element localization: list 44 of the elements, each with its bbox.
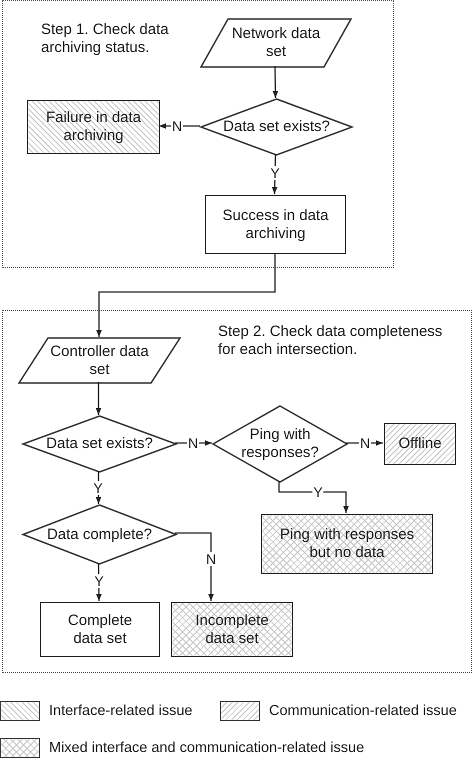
edge-label: Y [312, 485, 324, 499]
legend-text: Interface-related issue [49, 702, 192, 721]
node-text: Ping with responses? [240, 426, 320, 462]
node-text: Data complete? [46, 526, 154, 544]
legend-text: Mixed interface and communication-related issue [49, 739, 364, 758]
step-panel [2, 0, 394, 268]
edge-label: N [358, 436, 372, 450]
edge-label: Y [92, 481, 104, 495]
legend-text: Communication-related issue [269, 702, 457, 721]
node-text: Failure in data archiving [44, 109, 142, 145]
step-heading: Step 2. Check data completeness for each intersection. [218, 323, 444, 359]
node-text: Offline [397, 435, 443, 453]
decision-diamond [23, 505, 176, 564]
node-text: Ping with responses but no data [278, 526, 416, 562]
decision-diamond [201, 99, 352, 155]
arrow [175, 532, 214, 601]
decision-diamond [23, 416, 176, 472]
arrow [96, 253, 276, 337]
process-box [261, 514, 433, 574]
node-text: Complete data set [66, 612, 134, 648]
step-heading: Step 1. Check data archiving status. [41, 21, 170, 57]
step-panel [2, 310, 472, 673]
edge-label: N [204, 552, 218, 566]
node-text: Network data set [230, 25, 322, 61]
edge-label: Y [269, 166, 281, 180]
node-text: Incomplete data set [194, 612, 270, 648]
node-text: Success in data archiving [222, 206, 330, 242]
process-box [171, 602, 293, 657]
arrow [278, 481, 349, 513]
node-text: Data set exists? [222, 118, 331, 136]
arrow [96, 382, 102, 415]
process-box [27, 100, 160, 154]
data-parallelogram [19, 338, 180, 383]
process-box [205, 195, 346, 254]
edge-label: N [170, 119, 184, 133]
edge-label: Y [93, 574, 105, 588]
node-text: Data set exists? [45, 435, 154, 453]
data-parallelogram [201, 19, 351, 67]
arrow [272, 66, 278, 98]
edge-label: N [186, 436, 200, 450]
node-text: Controller data set [49, 342, 150, 378]
process-box [40, 602, 160, 657]
process-box [384, 423, 456, 465]
decision-diamond [213, 406, 347, 482]
